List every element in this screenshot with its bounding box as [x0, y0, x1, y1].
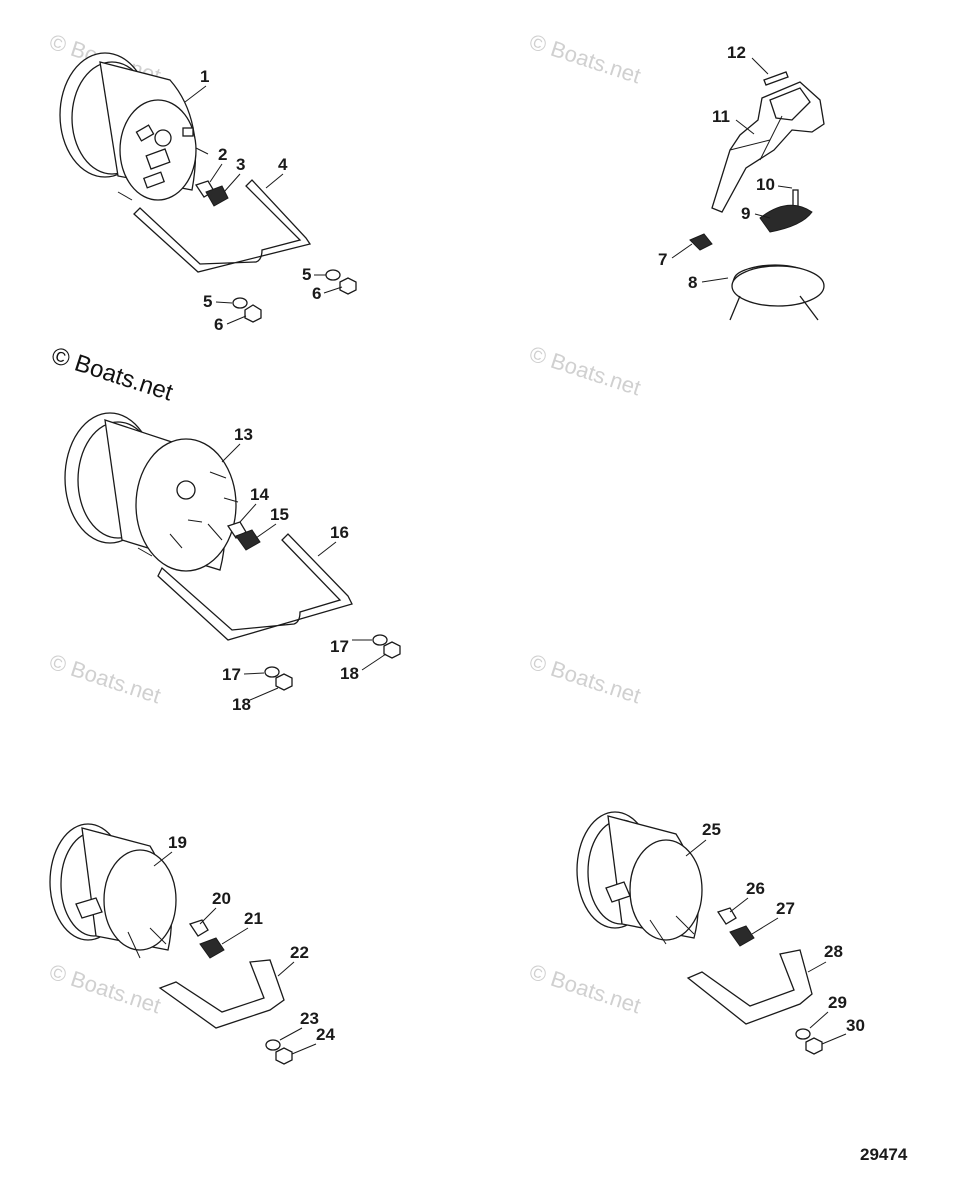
callout-3: 3	[236, 155, 245, 174]
callout-12: 12	[727, 43, 746, 62]
callout-23: 23	[300, 1009, 319, 1028]
watermark: © Boats.net	[46, 649, 163, 708]
gauge-back	[629, 839, 703, 941]
gauge-assembly-4: 25 26 27 28 29 30	[576, 811, 865, 1055]
callout-6: 6	[312, 284, 321, 303]
callout-7: 7	[658, 250, 667, 269]
callout-29: 29	[828, 993, 847, 1012]
lock-washer	[795, 1028, 811, 1040]
gauge-back	[135, 438, 237, 572]
gauge-assembly-1: 1 2 3 4 5 6 5 6	[59, 52, 357, 334]
callout-6: 6	[214, 315, 223, 334]
callout-17: 17	[222, 665, 241, 684]
callout-26: 26	[746, 879, 765, 898]
callout-5: 5	[203, 292, 212, 311]
callout-11: 11	[712, 107, 730, 126]
callout-2: 2	[218, 145, 227, 164]
lamp-socket	[235, 529, 261, 551]
mounting-bracket	[686, 949, 813, 1025]
nut	[275, 673, 293, 691]
callout-19: 19	[168, 833, 187, 852]
nut	[339, 277, 357, 295]
nut	[383, 641, 401, 659]
callout-10: 10	[756, 175, 775, 194]
callout-14: 14	[250, 485, 269, 504]
callout-28: 28	[824, 942, 843, 961]
callout-18: 18	[232, 695, 251, 714]
cover	[759, 204, 813, 233]
drawing-number: 29474	[860, 1145, 908, 1164]
watermark: © Boats.net	[526, 649, 643, 708]
callout-5: 5	[302, 265, 311, 284]
speed-sensor-assembly: 12 11 10 9 7 8	[658, 43, 825, 321]
lamp-socket	[729, 925, 755, 947]
lock-washer	[265, 1039, 281, 1051]
callout-21: 21	[244, 909, 263, 928]
lamp-socket	[199, 937, 225, 959]
gauge-back	[119, 99, 197, 201]
nut	[275, 1047, 293, 1065]
gauge-assembly-3: 19 20 21 22 23 24	[49, 823, 335, 1065]
mounting-bracket	[158, 959, 285, 1029]
watermark: © Boats.net	[46, 959, 163, 1018]
gauge-assembly-2: 13 14 15 16 17 18 17 18	[64, 412, 401, 714]
callout-15: 15	[270, 505, 289, 524]
nut	[805, 1037, 823, 1055]
callout-16: 16	[330, 523, 349, 542]
lamp-socket	[205, 185, 229, 207]
callout-4: 4	[278, 155, 288, 174]
watermark: © Boats.net	[526, 29, 643, 88]
watermark: © Boats.net	[526, 959, 643, 1018]
nut	[244, 304, 262, 323]
callout-8: 8	[688, 273, 697, 292]
callout-27: 27	[776, 899, 795, 918]
lamp	[716, 907, 737, 925]
callout-17: 17	[330, 637, 349, 656]
callout-1: 1	[200, 67, 209, 86]
lock-washer	[232, 297, 248, 309]
callout-30: 30	[846, 1016, 865, 1035]
callout-24: 24	[316, 1025, 335, 1044]
callout-13: 13	[234, 425, 253, 444]
mounting-bracket	[157, 533, 353, 641]
lamp	[188, 919, 209, 937]
watermark: © Boats.net	[526, 341, 643, 400]
lock-washer	[325, 269, 341, 281]
studs	[137, 471, 239, 557]
lock-washer	[264, 666, 280, 678]
clamp	[689, 233, 713, 251]
callout-9: 9	[741, 204, 750, 223]
watermark-dark: © Boats.net	[48, 342, 176, 407]
screw	[763, 71, 789, 86]
callout-25: 25	[702, 820, 721, 839]
mounting-bracket	[133, 179, 312, 273]
callout-18: 18	[340, 664, 359, 683]
lock-washer	[372, 634, 388, 646]
callout-20: 20	[212, 889, 231, 908]
gauge-back	[103, 849, 177, 951]
callout-22: 22	[290, 943, 309, 962]
